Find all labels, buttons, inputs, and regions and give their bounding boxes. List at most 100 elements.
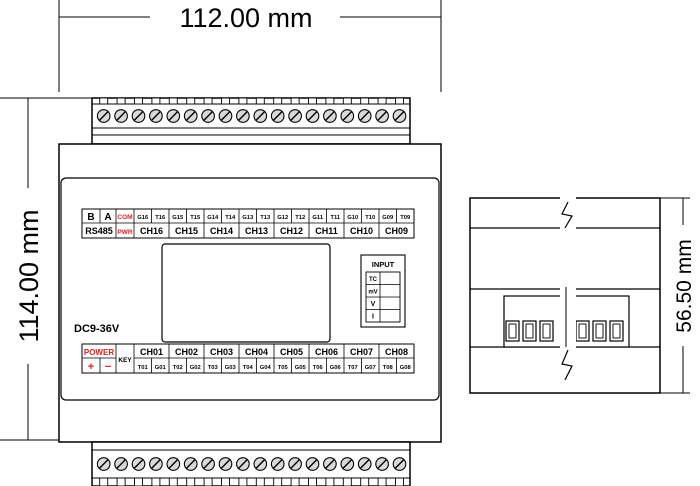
screw-slot <box>186 459 196 469</box>
terminal-pin <box>377 97 387 105</box>
screw-slot <box>290 111 300 121</box>
screw-slot <box>151 111 161 121</box>
terminal-label: G13 <box>242 215 254 221</box>
terminal-pin <box>255 477 265 486</box>
terminal-pin <box>203 97 213 105</box>
height-dimension-label: 114.00 mm <box>14 209 44 342</box>
width-dimension-label: 112.00 mm <box>179 3 312 33</box>
terminal-pin <box>168 97 178 105</box>
label-com: COM <box>117 214 132 221</box>
terminal-pin <box>116 477 126 486</box>
label-power: POWER <box>84 348 114 357</box>
terminal-pin <box>99 97 109 105</box>
terminal-label: T08 <box>383 365 394 371</box>
input-title: INPUT <box>372 260 395 269</box>
model-voltage: DC9-36V <box>74 323 120 335</box>
terminal-label: G11 <box>312 215 323 221</box>
screw-slot <box>133 111 144 121</box>
width-dimension: 112.00 mm <box>58 0 442 92</box>
screw-slot <box>220 459 231 469</box>
terminal-label: T13 <box>260 215 271 221</box>
channel-label: CH15 <box>175 226 198 236</box>
display-window <box>161 243 331 343</box>
terminal-label: T05 <box>278 365 289 371</box>
terminal-pin <box>221 97 230 105</box>
screw-slot <box>307 111 318 121</box>
channel-label: CH09 <box>385 226 408 236</box>
terminal-pin <box>186 97 196 105</box>
terminal-pin <box>325 97 335 105</box>
bottom-terminal-pins <box>99 477 404 486</box>
screw-slot <box>342 459 352 469</box>
terminal-pin <box>273 477 283 486</box>
channel-label: CH04 <box>245 347 268 357</box>
terminal-pin <box>360 97 370 105</box>
terminal-label: G05 <box>295 365 307 371</box>
terminal-pin <box>273 97 283 105</box>
label-minus: − <box>105 361 111 373</box>
connector-slot-inner <box>595 323 604 339</box>
terminal-pin <box>134 477 143 486</box>
screw-slot <box>203 111 213 121</box>
terminal-label: G08 <box>400 365 412 371</box>
terminal-pin <box>221 477 230 486</box>
screw-slot <box>238 111 248 121</box>
connector-slot-inner <box>612 323 621 339</box>
terminal-label: G04 <box>260 365 272 371</box>
screw-slot <box>325 459 335 469</box>
top-terminal-block <box>91 97 411 145</box>
screw-slot <box>325 111 335 121</box>
connector-slot-inner <box>508 323 517 339</box>
terminal-pin <box>342 477 352 486</box>
terminal-label: T12 <box>295 215 305 221</box>
terminal-pin <box>308 477 317 486</box>
screw-slot <box>394 111 405 121</box>
connector-slot-inner <box>542 323 551 339</box>
terminal-pin <box>290 97 300 105</box>
terminal-pin <box>290 477 300 486</box>
terminal-pin <box>99 477 109 486</box>
screw-slot <box>255 459 265 469</box>
screw-slot <box>186 111 196 121</box>
terminal-pin <box>238 477 248 486</box>
height-dimension: 114.00 mm <box>0 97 92 441</box>
terminal-pin <box>360 477 370 486</box>
terminal-pin <box>395 97 404 105</box>
screw-slot <box>116 111 126 121</box>
connector-slot-inner <box>578 323 587 339</box>
break-mark-bottom <box>560 347 576 391</box>
label-b: B <box>87 212 94 223</box>
channel-label: CH01 <box>140 347 163 357</box>
channel-label: CH06 <box>315 347 338 357</box>
side-connector-slots <box>505 320 624 342</box>
screw-slot <box>99 111 109 121</box>
terminal-label: G07 <box>365 365 376 371</box>
channel-label: CH14 <box>210 226 233 236</box>
screw-slot <box>342 111 352 121</box>
bottom-terminal-screws <box>96 457 407 471</box>
screw-slot <box>238 459 248 469</box>
input-mv: mV <box>368 290 377 296</box>
terminal-pin <box>203 477 213 486</box>
terminal-pin <box>151 477 161 486</box>
screw-slot <box>377 459 387 469</box>
terminal-label: G03 <box>225 365 237 371</box>
depth-dimension: 56.50 mm <box>660 197 696 394</box>
terminal-pin <box>116 97 126 105</box>
side-view <box>469 196 661 394</box>
screw-slot <box>168 459 178 469</box>
screw-slot <box>220 111 231 121</box>
channel-label: CH12 <box>280 226 303 236</box>
channel-label: CH07 <box>350 347 373 357</box>
label-key: KEY <box>118 357 132 364</box>
terminal-label: T16 <box>155 215 166 221</box>
terminal-label: T11 <box>330 215 340 221</box>
terminal-label: G16 <box>137 215 149 221</box>
top-terminal-pins <box>99 97 404 105</box>
